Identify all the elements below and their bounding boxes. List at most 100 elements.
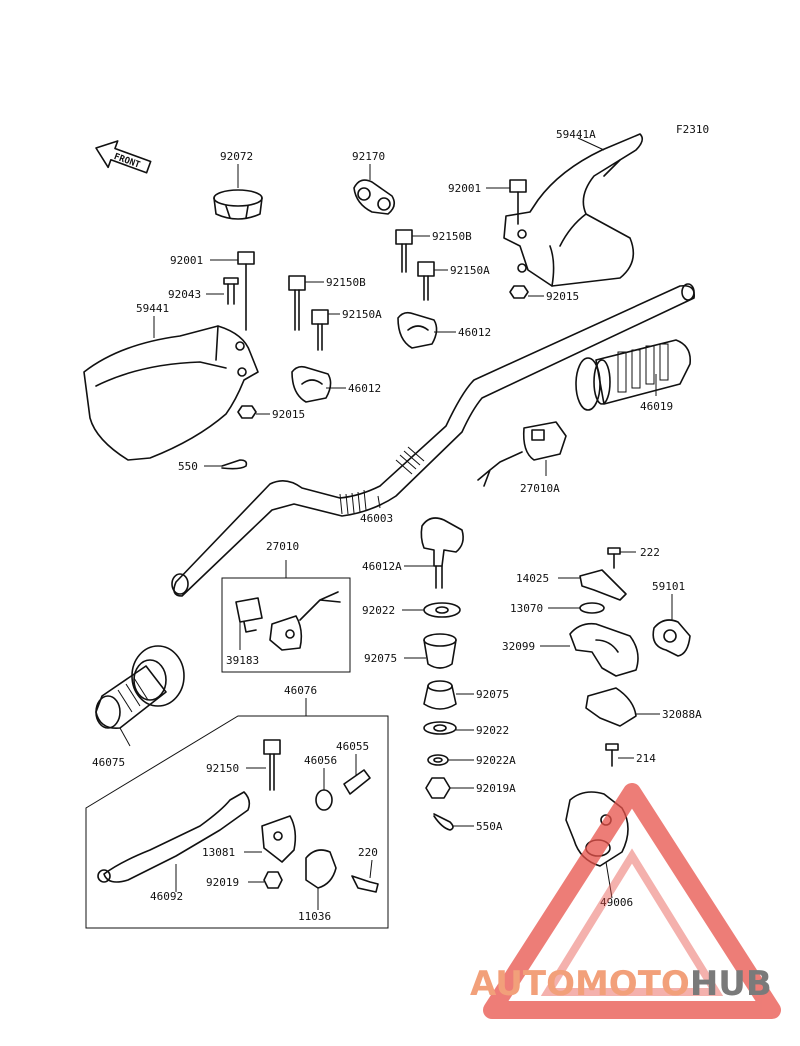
- label-222: 222: [640, 546, 660, 559]
- label-59101: 59101: [652, 580, 685, 593]
- label-59441A: 59441A: [556, 128, 596, 141]
- watermark-text-part2: HUB: [690, 964, 772, 1004]
- grip-46075: [95, 645, 185, 729]
- label-92075-a: 92075: [364, 652, 397, 665]
- washer-92022-b: [423, 721, 457, 735]
- label-32099: 32099: [502, 640, 535, 653]
- handlebar-46003: [171, 283, 696, 597]
- cotter-pin-550A: [433, 813, 454, 831]
- bolt-92150B-lower: [288, 275, 306, 331]
- screw-220: [351, 875, 379, 893]
- nut-92015-left: [237, 405, 257, 419]
- clamp-46012-upper: [397, 311, 438, 349]
- label-46003: 46003: [360, 512, 393, 525]
- washer-92022A: [427, 754, 449, 766]
- label-92001-left: 92001: [170, 254, 203, 267]
- housing-32099: [569, 622, 639, 677]
- bolt-92150A-lower: [311, 309, 329, 351]
- ring-13070: [579, 602, 605, 614]
- knurl-left: [339, 489, 367, 515]
- bracket-14025: [579, 569, 627, 601]
- nut-92019A: [425, 777, 451, 799]
- label-214: 214: [636, 752, 656, 765]
- leader-lines: [119, 137, 673, 910]
- label-92150B-upper: 92150B: [432, 230, 472, 243]
- label-46012-upper: 46012: [458, 326, 491, 339]
- label-92150A-lower: 92150A: [342, 308, 382, 321]
- housing-32088A: [585, 687, 637, 727]
- label-46076: 46076: [284, 684, 317, 697]
- label-92015-left: 92015: [272, 408, 305, 421]
- switch-assembly-box-27010: [221, 560, 351, 673]
- part-labels: 59441A 92072 92170 92001 92150B 92150A 9…: [92, 128, 702, 923]
- label-59441: 59441: [136, 302, 169, 315]
- bolt-92001-left: [237, 251, 255, 331]
- grip-texture-left: [117, 677, 149, 713]
- nut-46056: [315, 789, 333, 811]
- pin-92043: [223, 277, 239, 305]
- grip-46019: [575, 339, 692, 411]
- label-550A: 550A: [476, 820, 503, 833]
- label-92022-b: 92022: [476, 724, 509, 737]
- clamp-11036: [305, 849, 337, 889]
- bolt-92150: [263, 739, 281, 791]
- label-92022A: 92022A: [476, 754, 516, 767]
- label-13081: 13081: [202, 846, 235, 859]
- label-92150: 92150: [206, 762, 239, 775]
- clamp-92170: [353, 179, 396, 215]
- label-32088A: 32088A: [662, 708, 702, 721]
- handguard-59441: [83, 325, 259, 461]
- cotter-pin-550: [221, 459, 248, 470]
- label-92072: 92072: [220, 150, 253, 163]
- label-14025: 14025: [516, 572, 549, 585]
- watermark-logo: [483, 783, 781, 1019]
- clamp-59101: [652, 619, 691, 657]
- screw-222: [607, 547, 621, 569]
- label-92043: 92043: [168, 288, 201, 301]
- watermark-text-part1: AUTOMOTO: [470, 964, 690, 1004]
- label-92019: 92019: [206, 876, 239, 889]
- label-46056: 46056: [304, 754, 337, 767]
- label-27010A: 27010A: [520, 482, 560, 495]
- switch-27010A: [477, 421, 567, 487]
- damper-92075-a: [423, 633, 457, 669]
- grip-texture-right: [617, 343, 669, 393]
- nut-92019: [263, 871, 283, 889]
- label-46019: 46019: [640, 400, 673, 413]
- lever-46092: [97, 791, 251, 883]
- label-46055: 46055: [336, 740, 369, 753]
- label-92075-b: 92075: [476, 688, 509, 701]
- label-13070: 13070: [510, 602, 543, 615]
- riser-46012A: [420, 517, 464, 589]
- front-arrow-icon: FRONT: [95, 140, 152, 174]
- label-92019A: 92019A: [476, 782, 516, 795]
- label-46092: 46092: [150, 890, 183, 903]
- handguard-59441A: [503, 133, 644, 287]
- label-39183: 39183: [226, 654, 259, 667]
- label-92022-a: 92022: [362, 604, 395, 617]
- label-11036: 11036: [298, 910, 331, 923]
- label-46075: 46075: [92, 756, 125, 769]
- perch-13081: [261, 815, 297, 863]
- label-92150A-upper: 92150A: [450, 264, 490, 277]
- clamp-46012-lower: [291, 365, 332, 403]
- label-46012A: 46012A: [362, 560, 402, 573]
- label-92001-right: 92001: [448, 182, 481, 195]
- clamp-ring-92072: [213, 189, 263, 220]
- nut-92015-right: [509, 285, 529, 299]
- watermark-text: AUTOMOTOHUB: [470, 964, 772, 1004]
- label-27010: 27010: [266, 540, 299, 553]
- front-arrow-label: FRONT: [112, 152, 141, 171]
- washer-92022-a: [423, 602, 461, 618]
- figure-code: F2310: [676, 123, 709, 136]
- adjuster-46055: [343, 769, 371, 795]
- watermark-triangle-icon: [483, 783, 781, 1019]
- switch-body: [269, 591, 341, 651]
- label-92015-right: 92015: [546, 290, 579, 303]
- bolt-92150B-upper: [395, 229, 413, 273]
- switch-39183: [235, 597, 263, 633]
- label-46012-lower: 46012: [348, 382, 381, 395]
- label-220: 220: [358, 846, 378, 859]
- label-92170: 92170: [352, 150, 385, 163]
